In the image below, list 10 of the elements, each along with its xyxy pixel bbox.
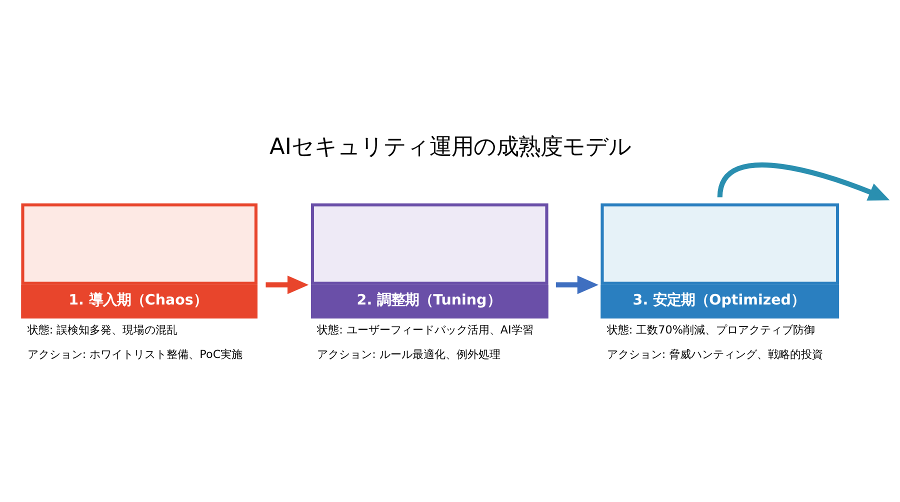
arrow xyxy=(265,275,308,294)
node-label: 状態: 工数70%削減、プロアクティブ防御 xyxy=(606,323,815,336)
node-label: 状態: 誤検知多発、現場の混乱 xyxy=(26,323,178,336)
node-label: アクション: 脅威ハンティング、戦略的投資 xyxy=(606,347,823,360)
arrow xyxy=(716,162,890,200)
arrow xyxy=(555,275,598,294)
node-label: 状態: ユーザーフィードバック活用、AI学習 xyxy=(316,323,533,336)
diagram-title: AIセキュリティ運用の成熟度モデル xyxy=(269,134,631,160)
node-label: アクション: ホワイトリスト整備、PoC実施 xyxy=(26,347,242,360)
node-label: アクション: ルール最適化、例外処理 xyxy=(316,347,500,360)
